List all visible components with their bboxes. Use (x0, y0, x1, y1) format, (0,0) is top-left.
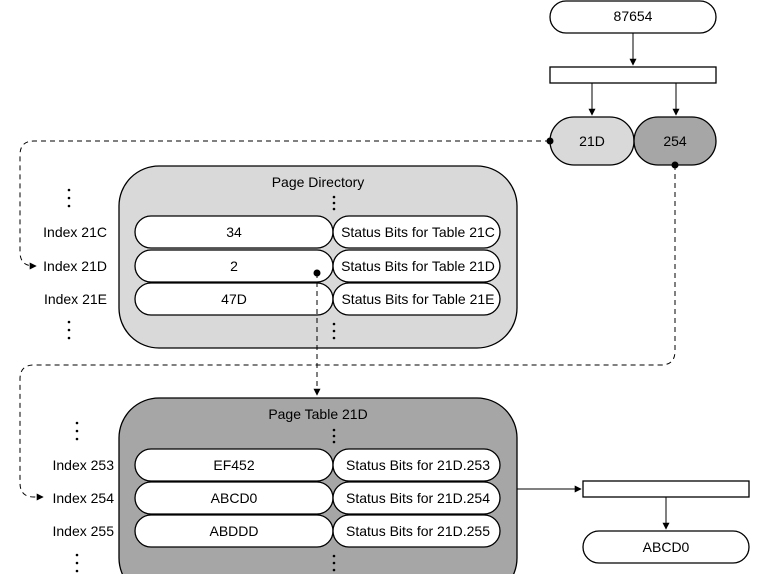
dir-index-text: 21D (579, 133, 605, 149)
table-entry-value: ABCD0 (211, 490, 258, 506)
directory-ellipsis (67, 188, 336, 340)
table-ellipsis (75, 421, 336, 573)
table-status-cell (332, 514, 501, 548)
physical-address-bar (582, 480, 750, 498)
table-row: Index 254 ABCD0 Status Bits for 21D.254 (53, 481, 501, 515)
page-table-title: Page Table 21D (268, 406, 367, 422)
table-row: Index 255 ABDDD Status Bits for 21D.255 (53, 514, 501, 548)
table-row-index: Index 254 (53, 490, 115, 506)
table-index-text: 254 (663, 133, 687, 149)
directory-status-text: Status Bits for Table 21E (341, 291, 494, 307)
directory-row-index: Index 21E (44, 291, 107, 307)
directory-entry-value: 2 (230, 258, 238, 274)
table-row: Index 253 EF452 Status Bits for 21D.253 (53, 448, 501, 482)
dir-index-connector (19, 140, 550, 270)
directory-status-cell (332, 215, 501, 249)
table-status-cell (332, 448, 501, 482)
directory-status-cell (332, 249, 501, 283)
directory-entry-value: 34 (226, 224, 242, 240)
directory-row: Index 21D 2 Status Bits for Table 21D (43, 249, 501, 283)
directory-row-index: Index 21D (43, 258, 107, 274)
page-directory-title: Page Directory (272, 174, 365, 190)
table-entry-value: ABDDD (209, 523, 258, 539)
directory-entry-value: 47D (221, 291, 247, 307)
table-status-text: Status Bits for 21D.254 (346, 490, 490, 506)
table-status-text: Status Bits for 21D.253 (346, 457, 490, 473)
directory-row: Index 21E 47D Status Bits for Table 21E (44, 282, 501, 316)
directory-status-text: Status Bits for Table 21D (341, 258, 495, 274)
directory-row-index: Index 21C (43, 224, 107, 240)
directory-row: Index 21C 34 Status Bits for Table 21C (43, 215, 501, 249)
table-row-index: Index 253 (53, 457, 115, 473)
table-index-connector (19, 165, 676, 501)
directory-status-text: Status Bits for Table 21C (341, 224, 495, 240)
address-split-bar (549, 66, 717, 84)
physical-address-text: ABCD0 (643, 539, 690, 555)
table-row-index: Index 255 (53, 523, 115, 539)
virtual-address-text: 87654 (614, 8, 653, 24)
table-status-cell (332, 481, 501, 515)
physical-address-pill (582, 530, 750, 564)
table-status-text: Status Bits for 21D.255 (346, 523, 490, 539)
directory-status-cell (332, 282, 501, 316)
table-entry-value: EF452 (213, 457, 254, 473)
